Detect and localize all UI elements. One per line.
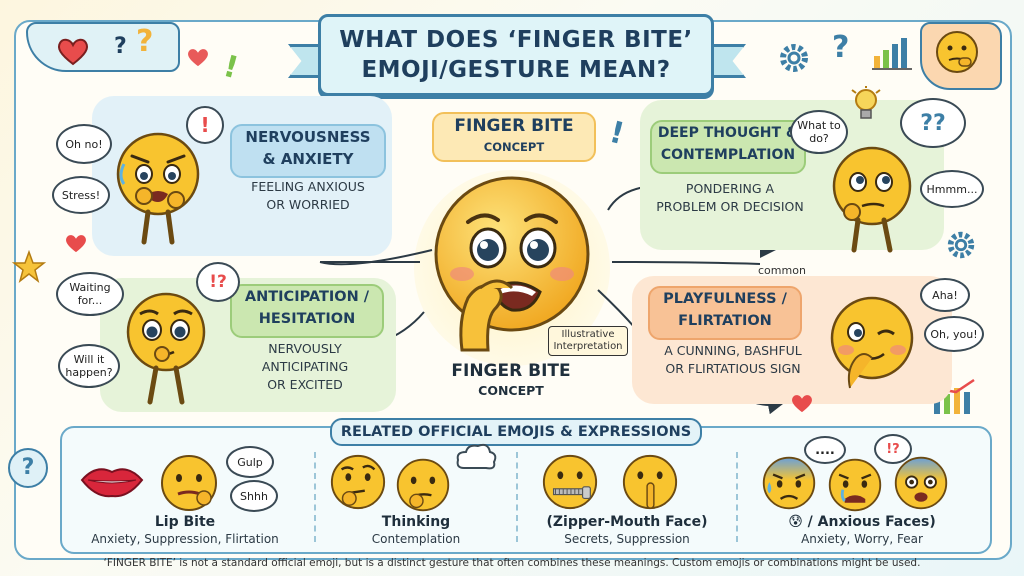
speech-bubble-hmmm: Hmmm... <box>920 170 984 208</box>
thinking-emoji-icon <box>936 31 978 73</box>
center-concept-top-label: FINGER BITE CONCEPT <box>432 112 596 162</box>
center-concept-bottom-label: FINGER BITE CONCEPT <box>436 360 586 400</box>
nervousness-title-2: & ANXIETY <box>262 150 354 168</box>
thinking-face-emoji-2 <box>396 458 450 512</box>
anticipation-description: NERVOUSLY ANTICIPATING OR EXCITED <box>230 340 380 394</box>
related-desc-zipper: Secrets, Suppression <box>564 532 690 546</box>
playfulness-title-1: PLAYFULNESS / <box>663 291 787 307</box>
illustrative-interpretation-badge: Illustrative Interpretation <box>548 326 628 356</box>
related-name-anxious: 😰 / Anxious Faces) <box>788 514 936 530</box>
speech-bubble-oh-no: Oh no! <box>56 124 112 164</box>
common-tag: common <box>758 264 806 277</box>
playfulness-description: A CUNNING, BASHFUL OR FLIRTATIOUS SIGN <box>648 342 818 378</box>
related-desc-anxious: Anxiety, Worry, Fear <box>801 532 923 546</box>
shushing-face-emoji <box>622 454 678 510</box>
divider-3 <box>736 452 738 542</box>
heart-icon <box>57 38 89 66</box>
winking-emoji <box>830 296 914 389</box>
speech-bubble-stress: Stress! <box>52 176 110 214</box>
thought-title-2: CONTEMPLATION <box>660 147 796 163</box>
anticipation-emoji <box>126 292 206 405</box>
divider-2 <box>516 452 518 542</box>
anticipation-desc-1: NERVOUSLY <box>268 341 342 356</box>
speech-bubble-what-to-do: What to do? <box>790 110 848 154</box>
fearful-face-emoji <box>894 456 948 510</box>
lip-bite-emoji <box>161 455 217 511</box>
nervousness-desc-2: OR WORRIED <box>266 197 350 212</box>
center-top-label-line-1: FINGER BITE <box>454 116 574 136</box>
question-mark-icon: ? <box>114 34 127 59</box>
divider-1 <box>314 452 316 542</box>
thought-description: PONDERING A PROBLEM OR DECISION <box>650 180 810 216</box>
zipper-mouth-emoji <box>542 454 598 510</box>
page-title-line-1: WHAT DOES ‘FINGER BITE’ <box>339 27 693 53</box>
heart-icon <box>188 49 208 67</box>
badge-line-2: Interpretation <box>553 341 623 352</box>
playfulness-title-2: FLIRTATION <box>678 313 772 329</box>
heart-icon <box>66 235 86 253</box>
nervousness-desc-1: FEELING ANXIOUS <box>251 179 365 194</box>
nervousness-label: NERVOUSNESS & ANXIETY <box>230 124 386 178</box>
thought-title-1: DEEP THOUGHT & <box>657 125 799 141</box>
anticipation-label: ANTICIPATION / HESITATION <box>230 284 384 338</box>
thought-label: DEEP THOUGHT & CONTEMPLATION <box>650 120 806 174</box>
nervousness-description: FEELING ANXIOUS OR WORRIED <box>232 178 384 214</box>
interrobang-bubble: !? <box>196 262 240 302</box>
speech-bubble-shhh: Shhh <box>230 480 278 512</box>
lightbulb-icon <box>851 86 881 119</box>
center-bottom-label-line-1: FINGER BITE <box>451 361 571 381</box>
page-title-line-2: EMOJI/GESTURE MEAN? <box>361 57 671 83</box>
playfulness-desc-2: OR FLIRTATIOUS SIGN <box>665 361 801 376</box>
question-mark-icon: ? <box>136 24 154 59</box>
thought-cloud-question: ?? <box>900 98 966 148</box>
lips-icon <box>80 468 144 498</box>
center-top-label-line-2: CONCEPT <box>483 140 545 154</box>
thought-desc-1: PONDERING A <box>685 181 775 196</box>
playfulness-desc-1: A CUNNING, BASHFUL <box>664 343 802 358</box>
related-desc-thinking: Contemplation <box>371 532 461 546</box>
speech-bubble-will-it-happen: Will it happen? <box>58 344 120 388</box>
gear-icon <box>780 44 808 72</box>
anticipation-desc-3: OR EXCITED <box>267 377 343 392</box>
question-mark-icon: ? <box>832 30 850 65</box>
footnote: ‘FINGER BITE’ is not a standard official… <box>103 557 921 569</box>
anticipation-title-1: ANTICIPATION / <box>244 289 370 305</box>
badge-line-1: Illustrative <box>561 329 615 340</box>
exclamation-bubble: ! <box>186 106 224 144</box>
related-name-lip-bite: Lip Bite <box>154 514 216 530</box>
nervous-emoji <box>116 132 200 245</box>
thinking-face-emoji <box>330 454 386 510</box>
speech-bubble-aha: Aha! <box>920 278 970 312</box>
thought-desc-2: PROBLEM OR DECISION <box>656 199 804 214</box>
speech-bubble-gulp: Gulp <box>226 446 274 478</box>
related-name-zipper: (Zipper-Mouth Face) <box>546 514 708 530</box>
related-section-title: RELATED OFFICIAL EMOJIS & EXPRESSIONS <box>330 418 702 446</box>
heart-icon <box>792 395 812 413</box>
speech-bubble-waiting-for: Waiting for... <box>56 272 124 316</box>
anticipation-desc-2: ANTICIPATING <box>261 359 349 374</box>
anxious-face-sweat-emoji <box>762 456 816 510</box>
center-bottom-label-line-2: CONCEPT <box>478 383 544 398</box>
speech-bubble-dots: .... <box>804 436 846 464</box>
gear-icon <box>947 231 975 259</box>
bar-chart-icon <box>872 38 912 70</box>
question-circle-icon: ? <box>8 448 48 488</box>
title-banner: WHAT DOES ‘FINGER BITE’ EMOJI/GESTURE ME… <box>318 14 714 96</box>
interrobang-bubble-small: !? <box>874 434 912 464</box>
finger-bite-emoji-large <box>434 176 590 352</box>
crying-face-emoji <box>828 458 882 512</box>
related-name-thinking: Thinking <box>381 514 451 530</box>
nervousness-title-1: NERVOUSNESS <box>245 128 371 146</box>
anticipation-title-2: HESITATION <box>258 311 356 327</box>
playfulness-label: PLAYFULNESS / FLIRTATION <box>648 286 802 340</box>
related-desc-lip-bite: Anxiety, Suppression, Flirtation <box>91 532 279 546</box>
top-left-corner-tab <box>26 22 180 72</box>
thinking-emoji <box>832 146 912 253</box>
speech-bubble-oh-you: Oh, you! <box>924 316 984 352</box>
thought-cloud-icon <box>456 443 497 470</box>
star-icon <box>12 250 46 283</box>
